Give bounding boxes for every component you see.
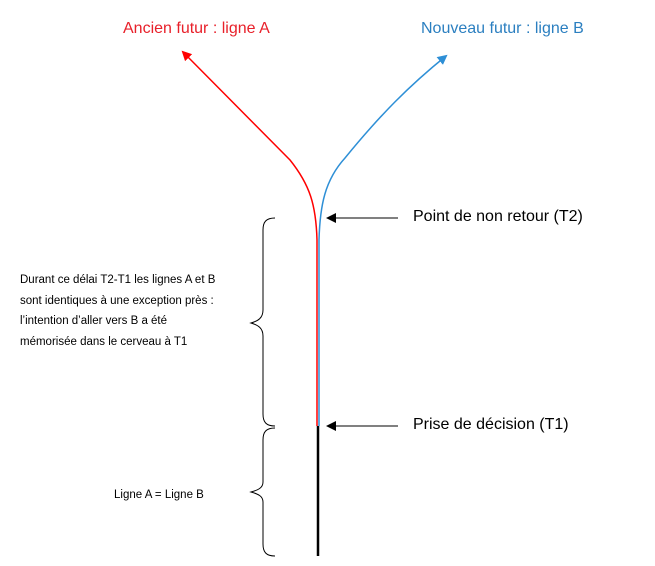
delay-note-line: mémorisée dans le cerveau à T1 xyxy=(20,335,188,348)
delay-note-line: l’intention d’aller vers B a été xyxy=(20,315,168,327)
line-b-path xyxy=(318,54,448,426)
lower-brace xyxy=(249,427,276,557)
delay-note-line: sont identiques à une exception près : xyxy=(20,294,214,307)
line-b-title: Nouveau futur : ligne B xyxy=(421,20,584,37)
line-a-path xyxy=(181,50,318,426)
delay-note-line: Durant ce délai T2-T1 les lignes A et B xyxy=(20,274,216,286)
decision-point-label: Prise de décision (T1) xyxy=(413,416,569,433)
delay-note: Durant ce délai T2-T1 les lignes A et B … xyxy=(20,270,215,352)
upper-brace xyxy=(249,217,276,427)
equality-note: Ligne A = Ligne B xyxy=(114,489,204,501)
point-of-no-return-label: Point de non retour (T2) xyxy=(413,208,583,225)
line-a-title: Ancien futur : ligne A xyxy=(123,20,270,37)
